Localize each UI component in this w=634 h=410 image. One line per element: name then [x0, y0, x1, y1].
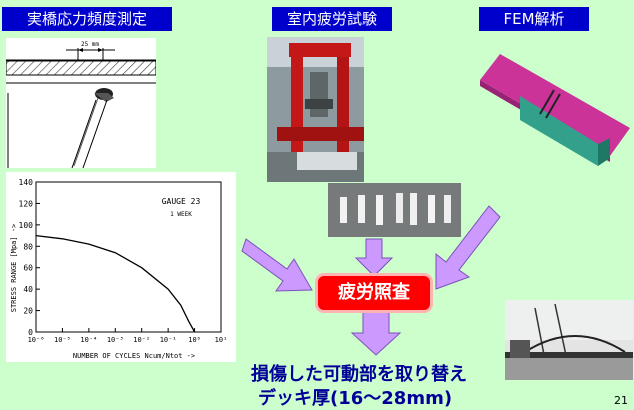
arrow-from-lab-test [354, 238, 394, 277]
y-tick-label: 40 [23, 285, 33, 294]
arrow-from-graph [241, 238, 313, 292]
week-label: 1 WEEK [170, 211, 192, 218]
x-tick-label: 10⁰ [188, 336, 201, 344]
caption-line-1: 損傷した可動部を取り替え [251, 364, 467, 385]
x-tick-label: 10⁻³ [107, 336, 124, 344]
x-tick-label: 10⁻⁴ [80, 336, 97, 344]
x-tick-label: 10⁻¹ [160, 336, 177, 344]
y-axis-label: STRESS RANGE [Mpa] -> [10, 224, 18, 313]
x-tick-label: 10⁻² [133, 336, 150, 344]
dimension-label: 25 mm [81, 41, 99, 48]
page-number: 21 [614, 394, 628, 407]
y-tick-label: 120 [19, 199, 34, 208]
arrow-to-result [350, 311, 402, 356]
gauge-label: GAUGE 23 [162, 197, 201, 206]
fatigue-test-machine-photo [267, 37, 364, 182]
arrow-from-fem [435, 205, 501, 290]
plot-frame [35, 181, 222, 333]
test-specimens-photo [328, 183, 461, 237]
caption-line-2: デッキ厚(16～28mm) [258, 388, 453, 409]
y-tick-label: 80 [23, 242, 33, 251]
fatigue-check-box: 疲労照査 [318, 276, 430, 310]
x-axis-label: NUMBER OF CYCLES Ncum/Ntot -> [73, 352, 195, 360]
fem-model-image [480, 40, 630, 175]
stress-curve [35, 234, 196, 333]
weld-detail-drawing: 25 mm [6, 38, 156, 168]
header-lab-test: 室内疲労試験 [272, 7, 392, 31]
header-fem: FEM解析 [479, 7, 589, 31]
y-tick-label: 60 [23, 264, 33, 273]
y-tick-label: 140 [19, 178, 34, 187]
bridge-photo [505, 300, 633, 380]
x-tick-label: 10⁻⁶ [28, 336, 45, 344]
header-field-measurement: 実橋応力頻度測定 [2, 7, 172, 31]
y-tick-label: 100 [19, 221, 34, 230]
y-tick-label: 20 [23, 307, 33, 316]
x-tick-label: 10⁻⁵ [54, 336, 71, 344]
stress-range-chart: 0 20 40 60 80 100 120 140 10⁻⁶ 10⁻⁵ 10⁻⁴ 10⁻³ 10⁻² 10… [6, 172, 236, 362]
y-tick-label: 0 [28, 328, 33, 337]
x-tick-label: 10¹ [215, 336, 228, 344]
